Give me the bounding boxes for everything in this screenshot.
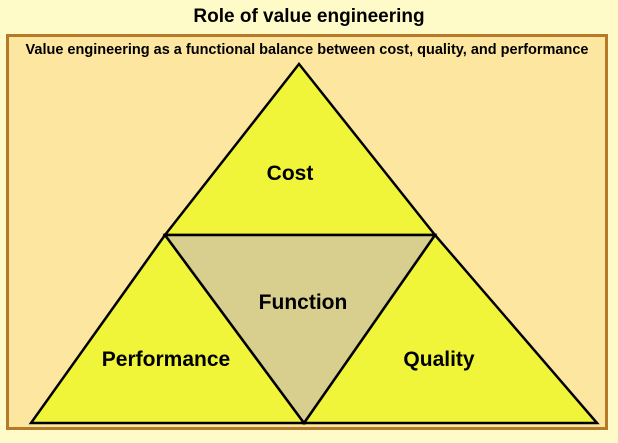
- function-triangle: [162, 233, 438, 426]
- function-label: Function: [259, 291, 348, 314]
- cost-label: Cost: [267, 162, 314, 185]
- performance-label: Performance: [102, 348, 230, 371]
- diagram-title: Role of value engineering: [193, 6, 425, 27]
- diagram-subtitle: Value engineering as a functional balanc…: [25, 42, 589, 58]
- cost-triangle: [162, 61, 438, 237]
- quality-label: Quality: [403, 348, 475, 371]
